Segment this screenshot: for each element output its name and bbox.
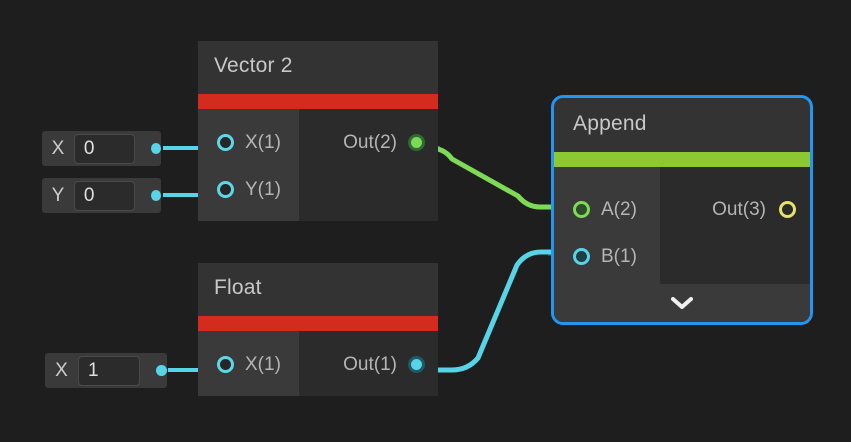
widget-label: X — [55, 360, 68, 381]
node-expand-footer[interactable] — [554, 284, 810, 322]
node-accent-bar — [198, 94, 438, 109]
node-output-label: Out(2) — [343, 131, 397, 153]
chevron-down-icon[interactable] — [671, 297, 693, 309]
node-output-slot[interactable]: Out(3) — [712, 196, 796, 222]
connector-dot-icon[interactable] — [156, 365, 167, 376]
output-port-icon[interactable] — [408, 133, 425, 151]
widget-vector2-y[interactable]: Y 0 — [42, 178, 161, 213]
input-port-icon[interactable] — [573, 200, 590, 218]
widget-value-input[interactable]: 0 — [73, 180, 135, 211]
node-accent-bar — [554, 152, 810, 167]
connector-dot-icon[interactable] — [150, 143, 161, 154]
node-input-column: A(2) B(1) — [554, 167, 660, 285]
node-input-label: X(1) — [245, 131, 281, 153]
node-output-column: Out(1) — [299, 331, 438, 396]
connector-dot-icon[interactable] — [150, 190, 161, 201]
node-output-label: Out(3) — [712, 198, 766, 220]
widget-value-input[interactable]: 1 — [77, 355, 141, 386]
input-port-icon[interactable] — [217, 355, 234, 373]
node-input-column: X(1) Y(1) — [198, 109, 299, 221]
widget-label: X — [51, 138, 65, 159]
input-port-icon[interactable] — [217, 180, 234, 198]
widget-float-x[interactable]: X 1 — [45, 353, 167, 388]
widget-vector2-x[interactable]: X 0 — [42, 131, 161, 166]
node-float[interactable]: Float X(1) Out(1) — [198, 263, 438, 396]
widget-value-input[interactable]: 0 — [73, 133, 135, 164]
node-output-slot[interactable]: Out(1) — [343, 351, 425, 377]
output-port-icon[interactable] — [408, 355, 425, 373]
node-input-label: Y(1) — [245, 178, 281, 200]
node-input-slot[interactable]: X(1) — [217, 129, 281, 155]
node-input-label: X(1) — [245, 353, 281, 375]
node-body: A(2) B(1) Out(3) — [554, 167, 810, 285]
node-output-column: Out(2) — [299, 109, 438, 221]
node-vector-2[interactable]: Vector 2 X(1) Y(1) Out(2) — [198, 41, 438, 221]
node-input-label: A(2) — [601, 198, 637, 220]
node-title: Vector 2 — [214, 54, 293, 77]
wire-vector2-out-to-append-a — [415, 145, 563, 210]
node-input-slot[interactable]: B(1) — [573, 243, 637, 269]
node-input-slot[interactable]: X(1) — [217, 351, 281, 377]
output-port-icon[interactable] — [779, 200, 796, 218]
node-accent-bar — [198, 316, 438, 331]
node-input-column: X(1) — [198, 331, 299, 396]
node-body: X(1) Y(1) Out(2) — [198, 109, 438, 221]
node-append[interactable]: Append A(2) B(1) Out(3) — [551, 95, 813, 325]
wire-float-out-to-append-b — [415, 249, 565, 373]
node-title: Append — [573, 112, 647, 135]
node-body: X(1) Out(1) — [198, 331, 438, 396]
node-input-slot[interactable]: A(2) — [573, 196, 637, 222]
node-title: Float — [214, 276, 262, 299]
input-port-icon[interactable] — [217, 133, 234, 151]
node-input-label: B(1) — [601, 245, 637, 267]
widget-label: Y — [51, 185, 65, 206]
node-output-slot[interactable]: Out(2) — [343, 129, 425, 155]
node-output-column: Out(3) — [660, 167, 810, 285]
input-port-icon[interactable] — [573, 247, 590, 265]
node-input-slot[interactable]: Y(1) — [217, 176, 281, 202]
node-output-label: Out(1) — [343, 353, 397, 375]
